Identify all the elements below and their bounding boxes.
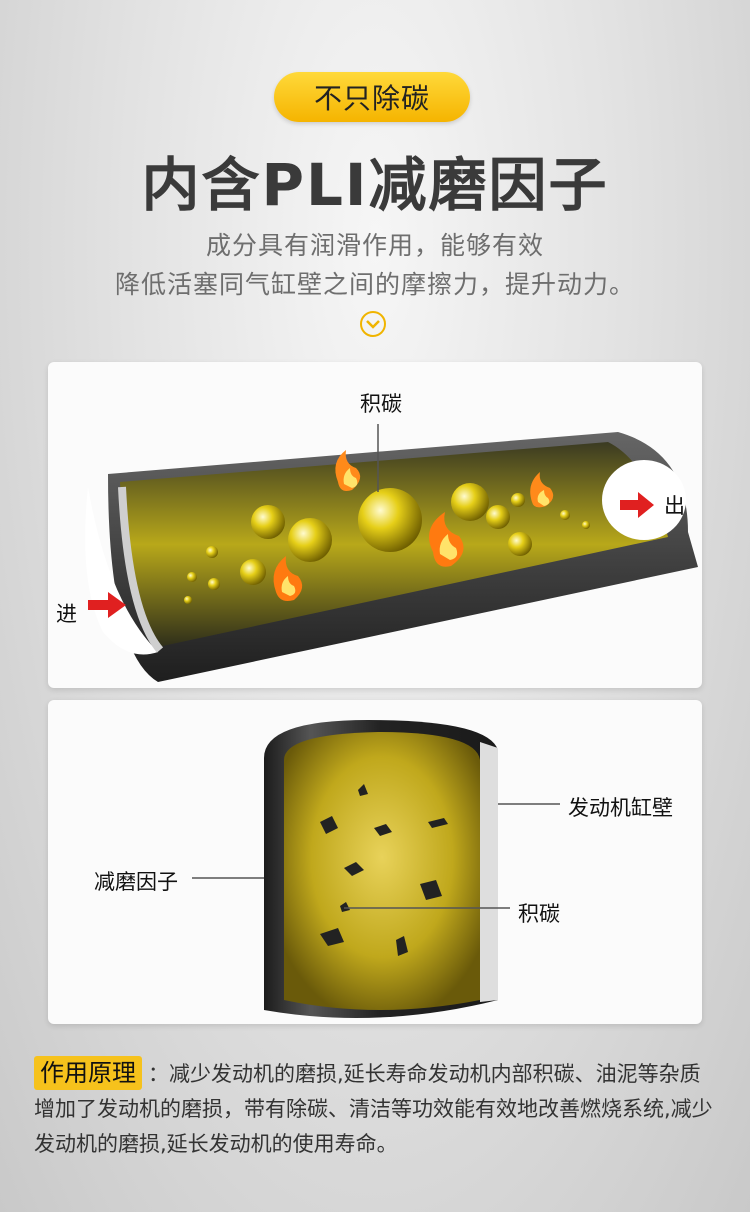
flame-icon [530,472,554,508]
arrow-right-icon [620,492,654,518]
flame-icon [335,450,361,491]
page-title: 内含PLI减磨因子 [141,151,609,219]
cylinder-diagram-card: 发动机缸壁 减磨因子 积碳 [48,700,702,1024]
principle-paragraph: 作用原理：减少发动机的磨损,延长寿命发动机内部积碳、油泥等杂质增加了发动机的磨损… [34,1056,714,1162]
arrow-right-icon [88,592,126,618]
flame-icon [273,556,303,601]
pipe-illustration [85,424,698,682]
principle-colon: ： [148,1062,169,1086]
carbon-label: 积碳 [360,392,402,416]
engine-wall-label: 发动机缸壁 [568,796,673,820]
outlet-label: 出 [664,494,685,518]
pipe-diagram-card: 积碳 进 出 [48,362,702,688]
subtitle-line-1: 成分具有润滑作用，能够有效 [205,231,544,260]
pill-badge: 不只除碳 [274,72,470,122]
principle-text: 减少发动机的磨损,延长寿命发动机内部积碳、油泥等杂质增加了发动机的磨损，带有除碳… [34,1062,713,1156]
factor-label: 减磨因子 [94,870,178,894]
flame-icon [429,512,464,567]
pill-label: 不只除碳 [313,82,430,115]
principle-tag: 作用原理 [34,1056,142,1090]
inlet-label: 进 [56,602,77,626]
carbon-label: 积碳 [518,902,560,926]
subtitle-line-2: 降低活塞同气缸壁之间的摩擦力，提升动力。 [114,270,635,299]
cylinder-illustration [192,720,560,1018]
chevron-down-circle-icon [360,311,386,337]
